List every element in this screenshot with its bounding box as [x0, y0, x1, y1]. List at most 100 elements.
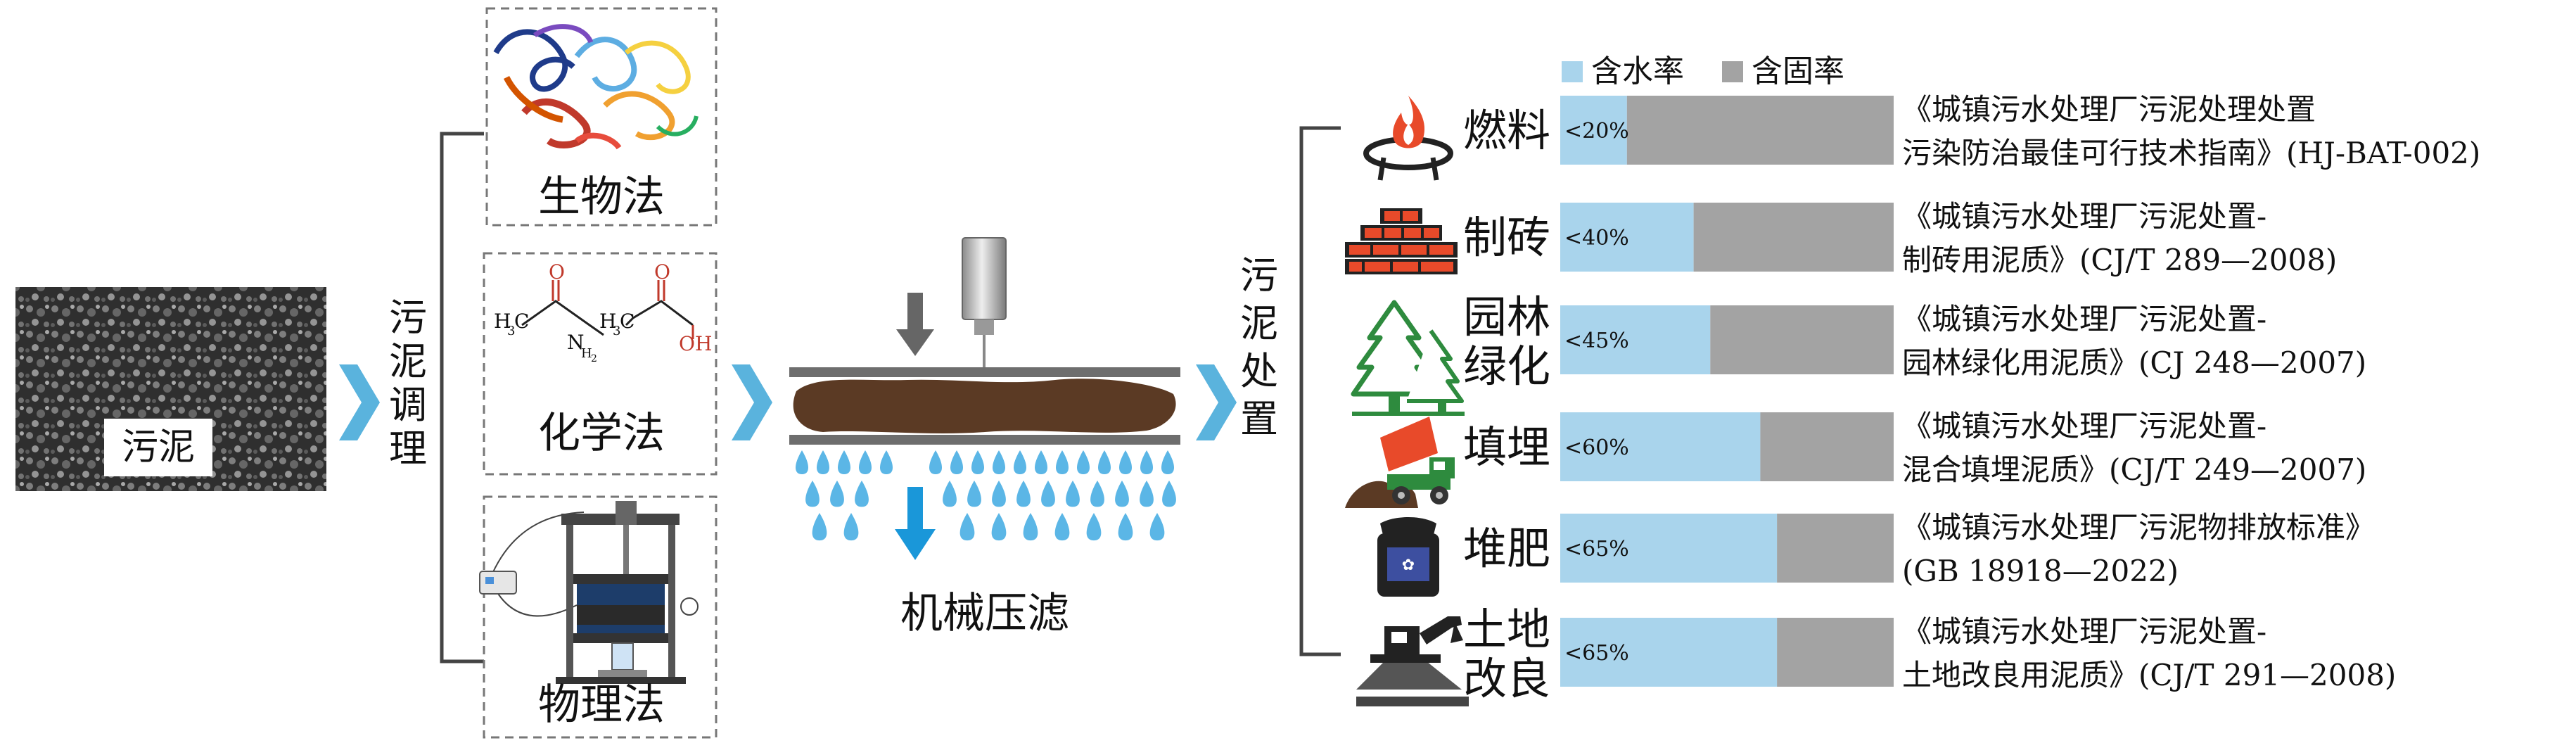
bar-water-content: [1560, 412, 1761, 481]
formula-text: C: [514, 310, 529, 333]
legend-water-swatch: [1562, 61, 1583, 82]
disposal-char: 置: [1240, 397, 1278, 441]
formula-text: H: [599, 310, 616, 333]
standard-text: 《城镇污水处理厂污泥处置-: [1902, 302, 2266, 336]
water-drop-icon: [805, 481, 820, 507]
water-drop-icon: [1035, 450, 1047, 474]
water-drop-icon: [1098, 450, 1111, 474]
water-drop-icon: [950, 450, 963, 474]
disposal-label: 污 泥 处 置: [1240, 253, 1278, 441]
fire-icon: [1363, 96, 1453, 181]
water-drop-icon: [1054, 513, 1070, 541]
water-drop-icon: [943, 481, 957, 507]
water-drop-icon: [1086, 513, 1102, 541]
water-drop-icon: [1041, 481, 1055, 507]
water-drop-icon: [1016, 481, 1031, 507]
use-label: 制砖: [1463, 212, 1550, 263]
water-drop-icon: [817, 450, 829, 474]
trees-icon: [1351, 300, 1465, 416]
physical-method-box: 物理法: [479, 495, 718, 739]
excavator-icon: [1356, 616, 1469, 706]
use-label: 燃料: [1463, 105, 1550, 156]
dump-truck-icon: [1345, 417, 1455, 508]
formula-text: N: [567, 331, 585, 354]
water-drop-icon: [1023, 513, 1038, 541]
bracket: [440, 132, 484, 663]
conditioning-char: 污: [389, 296, 427, 340]
water-drop-icon: [1066, 481, 1080, 507]
svg-text:✿: ✿: [1402, 557, 1415, 574]
standard-text: 《城镇污水处理厂污泥处置-: [1902, 409, 2266, 443]
bar-data-label: <60%: [1564, 436, 1629, 460]
standard-text: 园林绿化用泥质》(CJ 248—2007): [1902, 345, 2366, 380]
bar-water-content: [1560, 203, 1694, 272]
protein-structure-icon: [493, 24, 699, 150]
conditioning-char: 泥: [389, 339, 427, 383]
use-label: 绿化: [1463, 341, 1550, 392]
conditioning-label: 污 泥 调 理: [389, 296, 427, 471]
water-drop-icon: [1115, 481, 1129, 507]
legend-solid-swatch: [1722, 61, 1743, 82]
water-drop-icon: [959, 513, 975, 541]
standard-text: 制砖用泥质》(CJ/T 289—2008): [1902, 243, 2337, 277]
legend-solid-label: 含固率: [1752, 53, 1844, 89]
disposal-char: 处: [1240, 349, 1278, 393]
water-drop-icon: [1149, 513, 1165, 541]
water-down-arrow-icon: [895, 487, 936, 560]
bar-data-label: <20%: [1564, 119, 1629, 144]
standard-text: 《城镇污水处理厂污泥处置-: [1902, 199, 2266, 234]
legend-water-label: 含水率: [1591, 53, 1684, 89]
chemical-method-label: 化学法: [538, 409, 665, 458]
press-label: 机械压滤: [900, 589, 1069, 638]
water-drop-icon: [1056, 450, 1069, 474]
use-label: 土地: [1463, 604, 1550, 655]
water-drop-icon: [1119, 450, 1132, 474]
bar-solid-content: [1777, 514, 1894, 583]
sludge-photo: 污泥: [15, 287, 326, 491]
chemical-method-box: H 3 C O N H 2 H 3 C O OH 化学法: [483, 252, 718, 476]
water-drop-icon: [1140, 481, 1154, 507]
brick-wall-icon: [1345, 208, 1458, 274]
formula-text: O: [549, 260, 565, 284]
water-drop-icon: [855, 481, 869, 507]
bar-solid-content: [1777, 618, 1894, 687]
formula-text: C: [620, 310, 635, 333]
chemical-formula: H 3 C O N H 2 H 3 C O OH: [494, 260, 712, 364]
water-drop-icon: [993, 450, 1005, 474]
disposal-char: 污: [1240, 253, 1278, 298]
bar-water-content: [1560, 618, 1778, 687]
chevron-arrow-icon: [339, 364, 380, 440]
standard-text: 《城镇污水处理厂污泥物排放标准》: [1902, 510, 2375, 545]
water-drop-icon: [991, 513, 1007, 541]
formula-text: H: [494, 310, 511, 333]
filter-press-apparatus-icon: [479, 501, 699, 684]
use-label: 填埋: [1463, 421, 1550, 473]
biological-method-label: 生物法: [538, 172, 665, 222]
water-drop-icon: [796, 450, 808, 474]
formula-text: 3: [507, 324, 515, 338]
water-drop-icon: [1090, 481, 1104, 507]
water-drops: [796, 450, 1176, 541]
bracket: [1299, 126, 1341, 656]
bar-data-label: <45%: [1564, 329, 1629, 353]
water-drop-icon: [1077, 450, 1090, 474]
water-drop-icon: [992, 481, 1006, 507]
water-drop-icon: [880, 450, 893, 474]
bar-data-label: <65%: [1564, 537, 1629, 561]
physical-method-label: 物理法: [538, 680, 665, 730]
bar-water-content: [1560, 305, 1711, 374]
bar-solid-content: [1626, 96, 1894, 165]
disposal-rows: <20%燃料《城镇污水处理厂污泥处理处置污染防治最佳可行技术指南》(HJ-BAT…: [1463, 92, 2480, 704]
water-drop-icon: [929, 450, 942, 474]
water-drop-icon: [1162, 481, 1176, 507]
chart-legend: 含水率 含固率: [1562, 53, 1844, 89]
standard-text: (GB 18918—2022): [1902, 554, 2179, 588]
water-drop-icon: [1161, 450, 1174, 474]
mechanical-press-diagram: 机械压滤: [789, 237, 1180, 638]
water-drop-icon: [838, 450, 850, 474]
water-drop-icon: [859, 450, 872, 474]
use-label: 堆肥: [1463, 523, 1550, 574]
water-drop-icon: [812, 513, 827, 541]
bar-water-content: [1560, 96, 1627, 165]
